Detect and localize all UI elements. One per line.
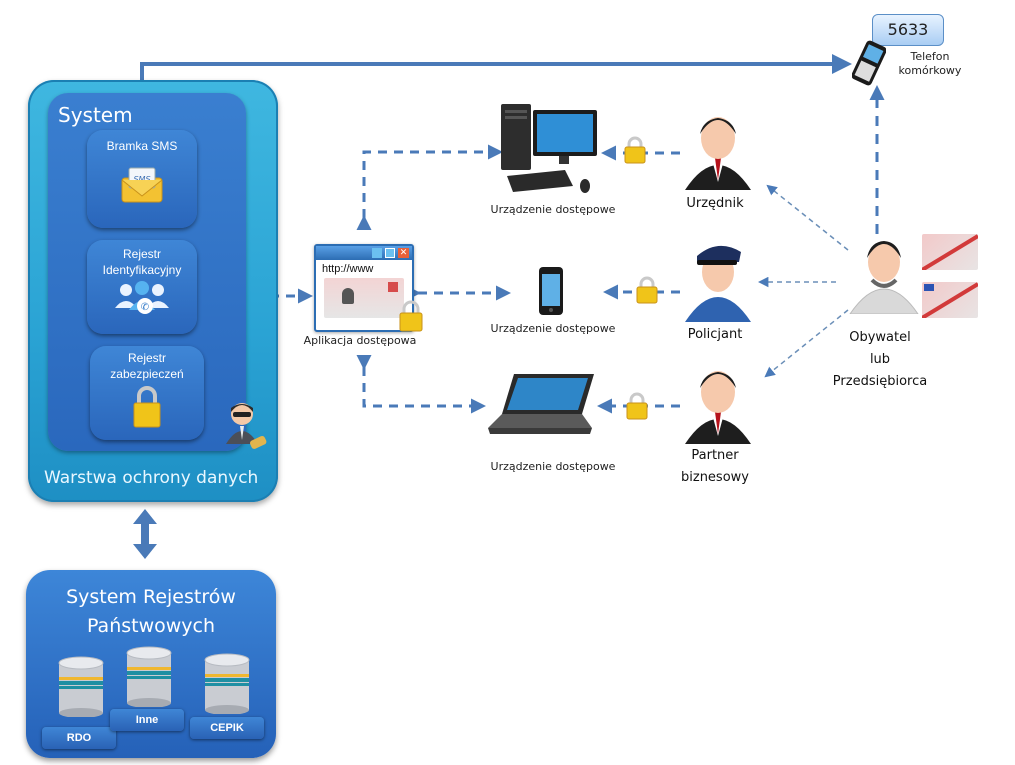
- desktop-computer-icon[interactable]: [497, 100, 603, 196]
- laptop-icon[interactable]: [486, 370, 598, 440]
- window-titlebar: ✕: [316, 246, 412, 260]
- database-icon: [204, 653, 250, 714]
- citizen-icon[interactable]: [848, 234, 920, 314]
- module-identification-register[interactable]: Rejestr Identyfikacyjny ✆: [87, 240, 197, 334]
- state-registries-title: System Rejestrów Państwowych: [26, 583, 276, 641]
- module-label: Rejestr zabezpieczeń: [90, 350, 204, 382]
- business-partner-label: Partner biznesowy: [660, 445, 770, 489]
- registries-title-line1: System Rejestrów: [66, 586, 236, 608]
- sms-envelope-icon: SMS: [121, 167, 163, 203]
- app-desktop-arrow: [356, 144, 503, 230]
- clerk-icon[interactable]: [683, 110, 753, 190]
- registries-title-line2: Państwowych: [86, 615, 216, 637]
- maximize-icon[interactable]: [385, 248, 395, 258]
- security-officer-icon: [222, 400, 268, 460]
- crossed-id-card: [920, 234, 980, 272]
- module-sms-gateway[interactable]: Bramka SMS SMS: [87, 130, 197, 228]
- id-photo: [342, 288, 354, 304]
- citizen-label-line1: Obywatel: [849, 330, 911, 345]
- citizen-label: Obywatel lub Przedsiębiorca: [820, 327, 940, 393]
- module-label: Bramka SMS: [106, 139, 178, 153]
- database-icon: [58, 656, 104, 717]
- mobile-phone-icon[interactable]: [852, 40, 886, 86]
- partner-label-line1: Partner: [691, 448, 739, 463]
- database-other-tab[interactable]: Inne: [110, 709, 184, 731]
- module-label-text: Rejestr Identyfikacyjny: [102, 247, 182, 277]
- id-card-image: [324, 278, 404, 318]
- police-label: Policjant: [687, 327, 743, 342]
- laptop-device-label: Urządzenie dostępowe: [490, 460, 616, 473]
- system-registries-arrow: [133, 509, 157, 559]
- app-laptop-arrow: [356, 355, 486, 414]
- minimize-icon[interactable]: [372, 248, 382, 258]
- database-cepik-tab[interactable]: CEPIK: [190, 717, 264, 739]
- sms-code-bubble: 5633: [872, 14, 944, 46]
- module-label: Rejestr Identyfikacyjny: [87, 246, 197, 278]
- smartphone-icon[interactable]: [538, 266, 564, 316]
- id-emblem: [388, 282, 398, 292]
- module-security-register[interactable]: Rejestr zabezpieczeń: [90, 346, 204, 440]
- close-icon[interactable]: ✕: [398, 248, 409, 258]
- phone-label-line2: komórkowy: [898, 64, 962, 77]
- police-officer-icon[interactable]: [683, 236, 753, 322]
- padlock-icon: [624, 136, 646, 164]
- desktop-device-label: Urządzenie dostępowe: [490, 203, 616, 216]
- system-title: System: [58, 103, 133, 127]
- smartphone-device-label: Urządzenie dostępowe: [490, 322, 616, 335]
- svg-text:SMS: SMS: [133, 175, 150, 184]
- phone-label-line1: Telefon: [910, 50, 950, 63]
- business-partner-icon[interactable]: [683, 364, 753, 444]
- database-icon: [126, 646, 172, 707]
- partner-label-line2: biznesowy: [681, 470, 749, 485]
- padlock-icon: [399, 300, 423, 332]
- crossed-driving-license: [920, 282, 980, 320]
- users-phone-icon: ✆: [115, 281, 169, 314]
- citizen-label-line3: Przedsiębiorca: [832, 374, 928, 389]
- database-rdo-tab[interactable]: RDO: [42, 727, 116, 749]
- padlock-icon: [626, 392, 648, 420]
- module-label-text: Rejestr zabezpieczeń: [110, 351, 184, 381]
- citizen-clerk-arrow: [766, 184, 849, 251]
- clerk-label: Urzędnik: [686, 196, 744, 211]
- access-app-window[interactable]: ✕ http://www: [314, 244, 414, 332]
- svg-text:✆: ✆: [141, 302, 149, 313]
- protection-layer-title: Warstwa ochrony danych: [44, 468, 259, 488]
- url-text: http://www: [322, 263, 374, 275]
- padlock-icon: [636, 276, 658, 304]
- citizen-label-line2: lub: [869, 352, 891, 367]
- mobile-phone-label: Telefon komórkowy: [890, 50, 970, 78]
- access-app-label: Aplikacja dostępowa: [303, 334, 417, 347]
- padlock-icon: [133, 386, 161, 428]
